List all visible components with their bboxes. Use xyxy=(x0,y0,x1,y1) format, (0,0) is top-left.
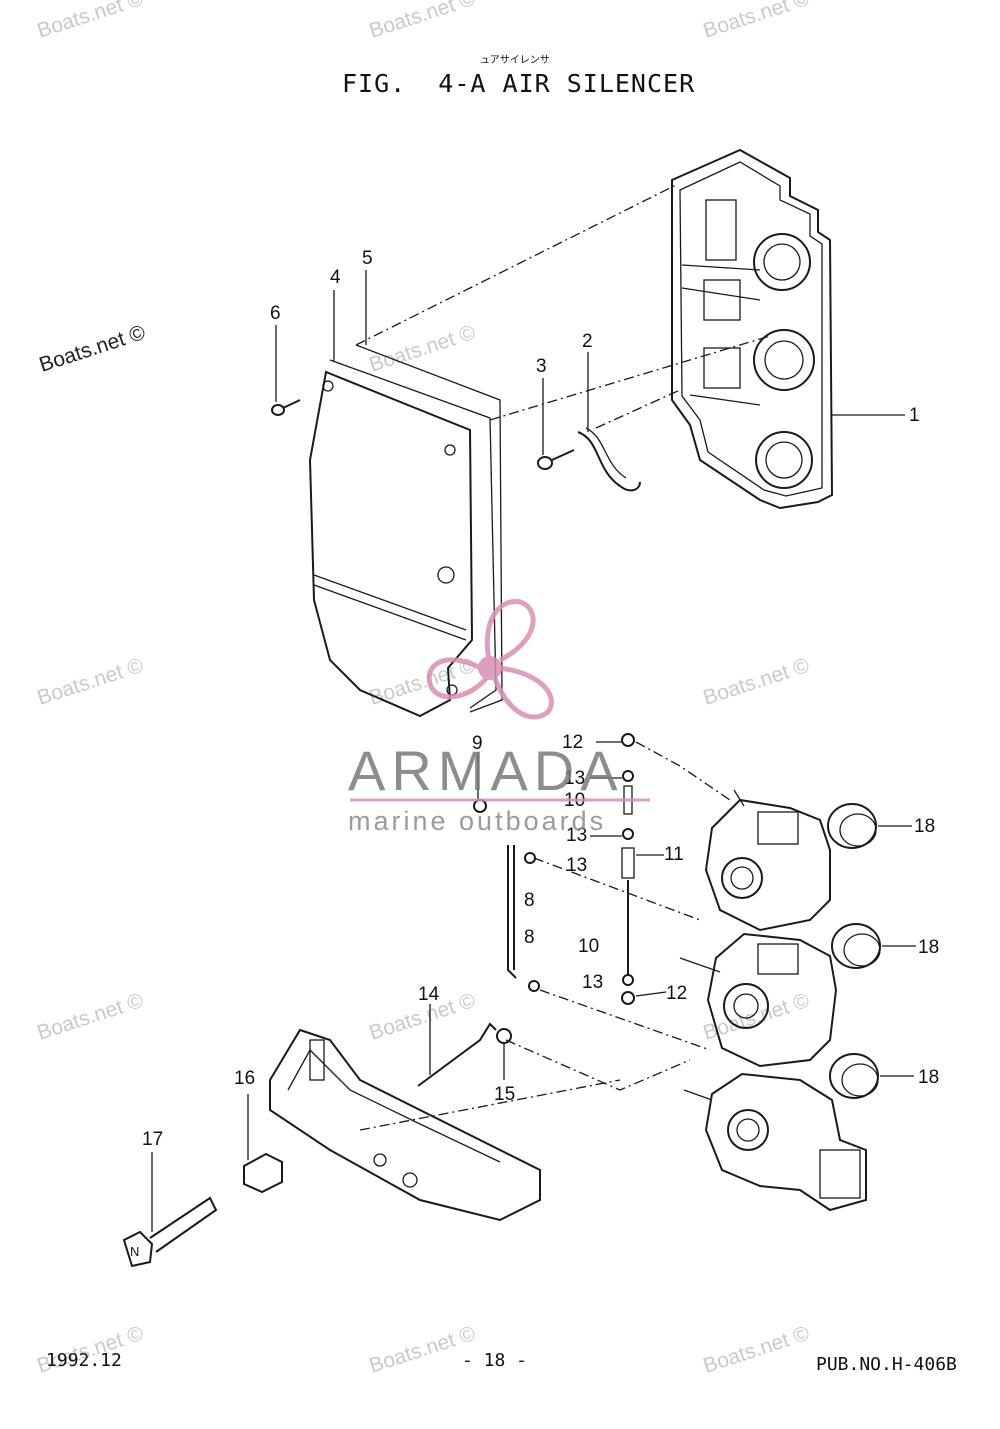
logo-name: ARMADA xyxy=(348,739,624,802)
part-carb-gasket xyxy=(829,1053,914,1099)
part-neutral-knob: N xyxy=(122,1152,218,1268)
assembly-line xyxy=(505,1039,691,1091)
callout-label: 13 xyxy=(582,972,603,993)
armada-logo: ARMADA marine outboards xyxy=(348,599,650,836)
callout-label: 5 xyxy=(362,248,373,269)
watermark: Boats.net © xyxy=(366,321,478,377)
assembly-line xyxy=(489,335,771,421)
callout-label: 10 xyxy=(578,936,599,957)
callout-label: 8 xyxy=(524,890,535,911)
watermarks: Boats.net © Boats.net © Boats.net © Boat… xyxy=(34,0,812,1378)
figure-title: FIG. 4-A AIR SILENCER xyxy=(342,69,695,98)
part-bushing xyxy=(496,1028,512,1080)
callout-label: 4 xyxy=(330,267,341,288)
callout-label: 6 xyxy=(270,303,281,324)
callout-label: 3 xyxy=(536,356,547,377)
part-bolt xyxy=(537,378,575,470)
watermark: Boats.net © xyxy=(34,989,146,1045)
assembly-line xyxy=(533,857,701,921)
watermark: Boats.net © xyxy=(34,0,146,43)
svg-text:N: N xyxy=(130,1244,139,1259)
callout-label: 13 xyxy=(566,855,587,876)
part-choke-rod xyxy=(417,1004,497,1087)
callout-label: 16 xyxy=(234,1068,255,1089)
watermark: Boats.net © xyxy=(700,654,812,710)
figure-title-kana: ュアサイレンサ xyxy=(480,54,550,66)
part-carburetor-lower xyxy=(683,1072,867,1212)
callout-label: 18 xyxy=(918,937,939,958)
footer-page-number: - 18 - xyxy=(462,1350,527,1371)
callout-label: 13 xyxy=(566,825,587,846)
part-screw xyxy=(271,325,301,416)
part-carb-gasket xyxy=(831,923,916,969)
watermark: Boats.net © xyxy=(366,0,478,43)
assembly-line xyxy=(595,389,681,429)
part-gasket xyxy=(355,344,503,713)
callout-label: 18 xyxy=(914,816,935,837)
part-carburetor-upper xyxy=(704,789,831,932)
part-carb-gasket xyxy=(827,803,912,849)
watermark: Boats.net © xyxy=(700,1322,812,1378)
watermark: Boats.net © xyxy=(34,654,146,710)
part-carburetor-middle xyxy=(679,932,838,1068)
callout-label: 9 xyxy=(472,733,483,754)
callout-label: 15 xyxy=(494,1084,515,1105)
assembly-line xyxy=(355,184,677,346)
part-link-rod-side xyxy=(473,752,540,992)
callout-label: 13 xyxy=(564,768,585,789)
footer-date: 1992.12 xyxy=(46,1350,122,1371)
part-clip xyxy=(243,1094,283,1194)
watermark: Boats.net © xyxy=(700,989,812,1045)
callout-label: 11 xyxy=(664,844,684,865)
callout-label: 12 xyxy=(562,732,583,753)
watermark: Boats.net © xyxy=(700,0,812,43)
callout-label: 18 xyxy=(918,1067,939,1088)
part-lower-bracket xyxy=(269,1028,541,1222)
watermark: Boats.net © xyxy=(36,321,148,377)
logo-tagline: marine outboards xyxy=(348,806,606,836)
callout-label: 17 xyxy=(142,1129,163,1150)
callout-label: 12 xyxy=(666,983,687,1004)
assembly-line xyxy=(635,741,731,801)
callout-label: 2 xyxy=(582,331,593,352)
callout-label: 14 xyxy=(418,984,440,1005)
part-linkage-rod xyxy=(590,733,667,1005)
part-silencer-base xyxy=(671,148,905,510)
assembly-line xyxy=(359,1079,621,1131)
callout-label: 1 xyxy=(909,405,920,426)
part-silencer-cover xyxy=(308,290,497,718)
propeller-icon xyxy=(426,599,554,720)
callouts: 1 2 3 4 5 6 8 8 9 10 10 11 12 12 13 13 1… xyxy=(142,248,939,1150)
callout-label: 8 xyxy=(524,927,535,948)
part-bracket-clip xyxy=(577,352,641,492)
footer-publication-number: PUB.NO.H-406B xyxy=(816,1354,957,1375)
